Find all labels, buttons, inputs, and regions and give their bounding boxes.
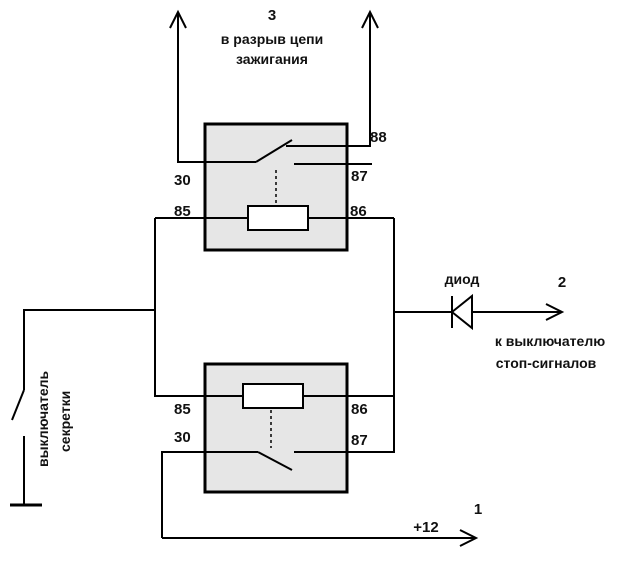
power-number: 1 (474, 501, 482, 518)
top-relay-coil (155, 205, 394, 231)
top-number: 3 (268, 7, 276, 24)
diode-number: 2 (558, 274, 566, 291)
top-arrow-right-icon (361, 9, 379, 29)
bottom-pin-86: 86 (351, 401, 368, 418)
top-relay-switch (177, 14, 372, 206)
top-arrow-left-icon (169, 9, 187, 29)
top-pin-87: 87 (351, 168, 368, 185)
top-label-line1: в разрыв цепи (221, 31, 323, 47)
top-pin-88: 88 (370, 129, 387, 146)
bottom-relay-coil (154, 218, 394, 409)
top-pin-86: 86 (350, 203, 367, 220)
switch-label-line2: секретки (57, 391, 73, 452)
top-pin-85: 85 (174, 203, 191, 220)
diode-symbol (394, 293, 560, 331)
power-label: +12 (413, 519, 438, 536)
bottom-pin-85: 85 (174, 401, 191, 418)
bottom-relay-switch (161, 218, 395, 538)
bottom-pin-87: 87 (351, 432, 368, 449)
diode-label: диод (445, 271, 480, 287)
switch-label-line1: выключатель (35, 370, 51, 467)
diode-dest-line1: к выключателю (495, 333, 605, 349)
diode-arrow-icon (545, 303, 565, 321)
bottom-pin-30: 30 (174, 429, 191, 446)
top-label-line2: зажигания (236, 51, 308, 67)
top-relay-body (203, 122, 349, 252)
secret-switch (10, 309, 155, 507)
top-pin-30: 30 (174, 172, 191, 189)
diode-dest-line2: стоп-сигналов (496, 355, 597, 371)
power-arrow-icon (459, 529, 479, 547)
